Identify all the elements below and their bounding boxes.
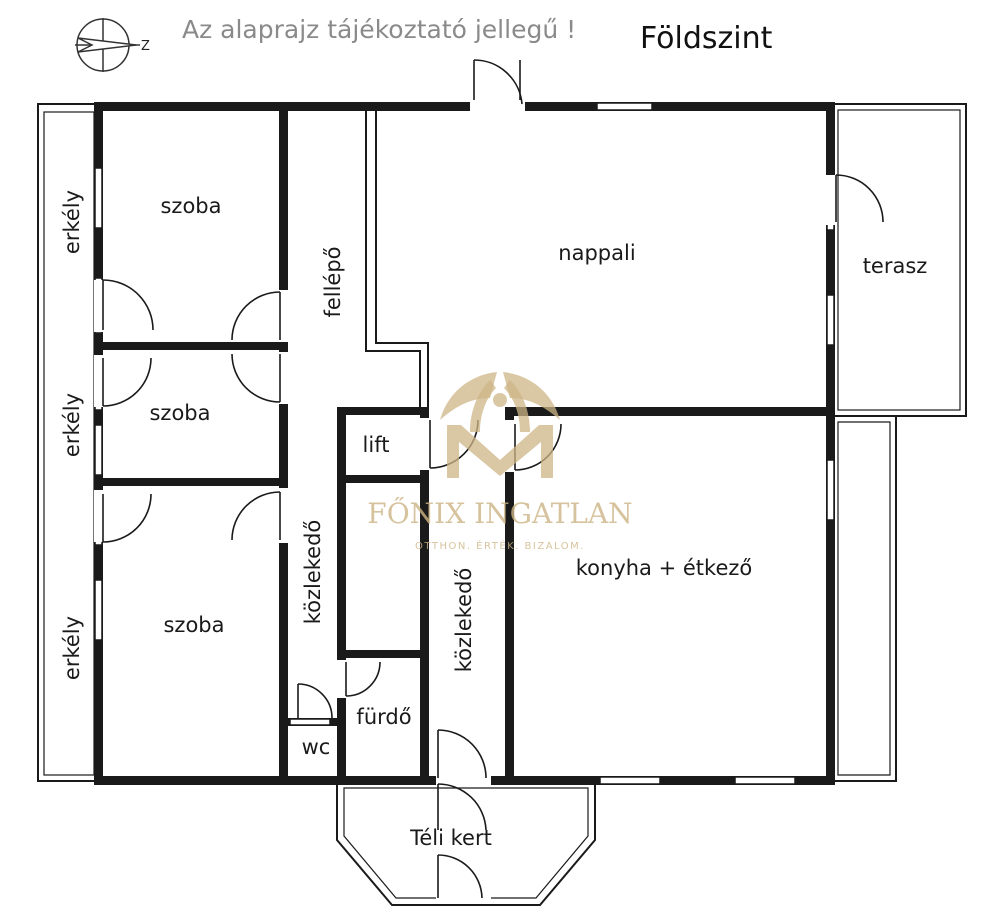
watermark-brand: FŐNIX INGATLAN bbox=[367, 496, 632, 530]
label-szoba-2: szoba bbox=[149, 401, 210, 425]
winter-garden-outline bbox=[336, 780, 596, 906]
right-strip-outline bbox=[831, 415, 897, 782]
label-furdo: fürdő bbox=[356, 705, 411, 729]
label-lift: lift bbox=[363, 433, 390, 457]
floor-title: Földszint bbox=[640, 21, 773, 56]
phoenix-logo-icon bbox=[440, 372, 560, 478]
label-wc: wc bbox=[302, 735, 331, 759]
label-szoba-3: szoba bbox=[163, 613, 224, 637]
label-nappali: nappali bbox=[558, 241, 635, 265]
label-kozlekedo-2: közlekedő bbox=[452, 568, 476, 673]
compass-letter: Z bbox=[141, 39, 150, 54]
balcony-outline bbox=[37, 103, 99, 782]
label-erkely-1: erkély bbox=[60, 190, 84, 254]
entry-thin-walls bbox=[365, 107, 429, 411]
terrace-outline bbox=[831, 103, 967, 417]
disclaimer-notice: Az alaprajz tájékoztató jellegű ! bbox=[182, 15, 576, 44]
label-erkely-3: erkély bbox=[60, 616, 84, 680]
label-erkely-2: erkély bbox=[60, 393, 84, 457]
label-konyha: konyha + étkező bbox=[576, 556, 752, 580]
label-kozlekedo-1: közlekedő bbox=[301, 520, 325, 625]
watermark: FŐNIX INGATLAN OTTHON. ÉRTÉK. BIZALOM. bbox=[367, 372, 633, 552]
label-szoba-1: szoba bbox=[160, 194, 221, 218]
label-fellepo: fellépő bbox=[321, 246, 345, 317]
room-labels: erkély erkély erkély szoba szoba szoba f… bbox=[60, 190, 927, 850]
label-terasz: terasz bbox=[863, 254, 928, 278]
watermark-tagline: OTTHON. ÉRTÉK. BIZALOM. bbox=[415, 539, 585, 552]
label-teli-kert: Téli kert bbox=[409, 826, 492, 850]
compass-icon: Z bbox=[75, 18, 150, 72]
